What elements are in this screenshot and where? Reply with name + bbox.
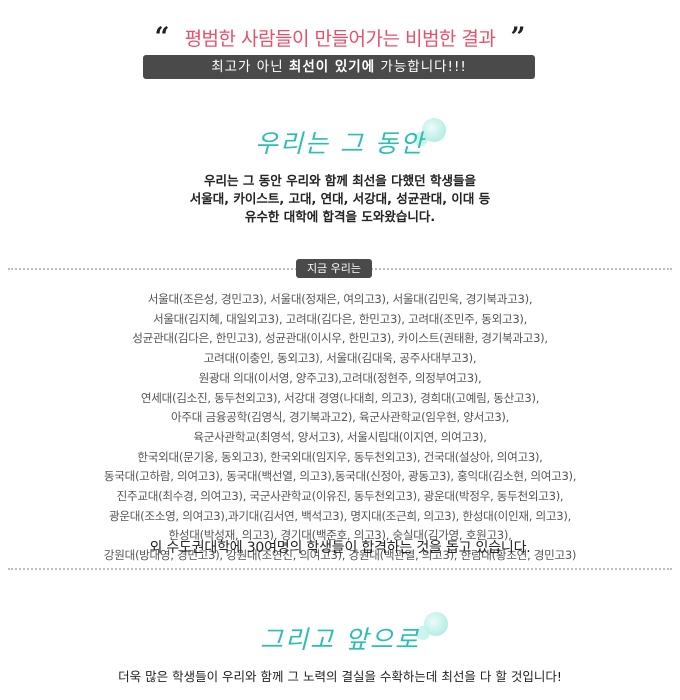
- section3-heading-text: 그리고 앞으로: [260, 625, 420, 654]
- list-item: 한성대(박성재, 의고3), 경기대(백준호, 의고3), 숭실대(김가영, 호…: [168, 528, 512, 543]
- section1-heading: 우리는 그 동안: [0, 124, 680, 160]
- list-item: 서울대(조은성, 경민고3), 서울대(정재은, 여의고3), 서울대(김민욱,…: [147, 292, 533, 306]
- intro-line: 유수한 대학에 합격을 도와왔습니다.: [244, 209, 436, 224]
- list-item: 서울대(김지혜, 대일외고3), 고려대(김다은, 한민고3), 고려대(조민주…: [152, 311, 528, 326]
- list-item: 고려대(이충인, 동외고3), 서울대(김대욱, 공주사대부고3),: [203, 351, 477, 366]
- list-item: 진주교대(최수경, 의여고3), 국군사관학교(이유진, 동두천외고3), 광운…: [116, 489, 564, 504]
- slogan-text: 평범한 사람들이 만들어가는 비범한 결과: [184, 28, 496, 50]
- slogan-row: “ 평범한 사람들이 만들어가는 비범한 결과 ”: [0, 24, 680, 51]
- close-quote-mark: ”: [510, 22, 526, 53]
- section1-intro: 우리는 그 동안 우리와 함께 최선을 다했던 학생들을 서울대, 카이스트, …: [0, 172, 680, 226]
- slogan-banner: 최고가 아닌 최선이 있기에 가능합니다!!!: [143, 55, 535, 79]
- admissions-summary: 외 수도권대학에 30여명의 학생들이 합격하는 것을 돕고 있습니다.: [149, 540, 531, 556]
- list-item: 성균관대(김다은, 한민고3), 성균관대(이시우, 한민고3), 카이스트(권…: [132, 331, 548, 346]
- dotted-divider: [8, 568, 672, 570]
- bubble-decoration-icon: [414, 612, 454, 652]
- list-item: 연세대(김소진, 동두천외고3), 서강대 경영(나대희, 의고3), 경희대(…: [140, 390, 540, 405]
- list-item: 원광대 의대(이서영, 양주고3),고려대(정현주, 의정부여고3),: [198, 370, 482, 385]
- list-item: 동국대(고하람, 의여고3), 동국대(백선열, 의고3),동국대(신정아, 광…: [103, 469, 577, 484]
- intro-line: 우리는 그 동안 우리와 함께 최선을 다했던 학생들을: [204, 173, 476, 188]
- banner-prefix: 최고가 아닌: [211, 59, 289, 75]
- bubble-decoration-icon: [412, 118, 452, 158]
- list-item: 강원대(방대영, 경민고3), 강원대(조연진, 의여고3), 강원대(백관열,…: [103, 548, 577, 563]
- list-item: 한국외대(문기웅, 동외고3), 한국외대(임지우, 동두천외고3), 건국대(…: [137, 449, 543, 464]
- open-quote-mark: “: [154, 22, 170, 53]
- admissions-list: 서울대(조은성, 경민고3), 서울대(정재은, 여의고3), 서울대(김민욱,…: [0, 290, 680, 566]
- section3-heading: 그리고 앞으로: [0, 620, 680, 656]
- section2-label: 지금 우리는: [296, 259, 372, 278]
- banner-suffix: 가능합니다!!!: [375, 59, 467, 75]
- list-item: 아주대 금융공학(김영식, 경기북과고2), 육군사관학교(임우현, 양서고3)…: [170, 410, 510, 425]
- banner-bold: 최선이 있기에: [288, 59, 376, 75]
- list-item: 육군사관학교(최영석, 양서고3), 서울시립대(이지연, 의여고3),: [193, 429, 487, 444]
- list-item: 광운대(조소영, 의여고3),과기대(김서연, 백석고3), 명지대(조근희, …: [109, 508, 571, 523]
- closing-statement: 더욱 많은 학생들이 우리와 함께 그 노력의 결실을 수확하는데 최선을 다 …: [118, 669, 562, 684]
- intro-line: 서울대, 카이스트, 고대, 연대, 서강대, 성균관대, 이대 등: [189, 191, 491, 206]
- section1-heading-text: 우리는 그 동안: [255, 129, 425, 158]
